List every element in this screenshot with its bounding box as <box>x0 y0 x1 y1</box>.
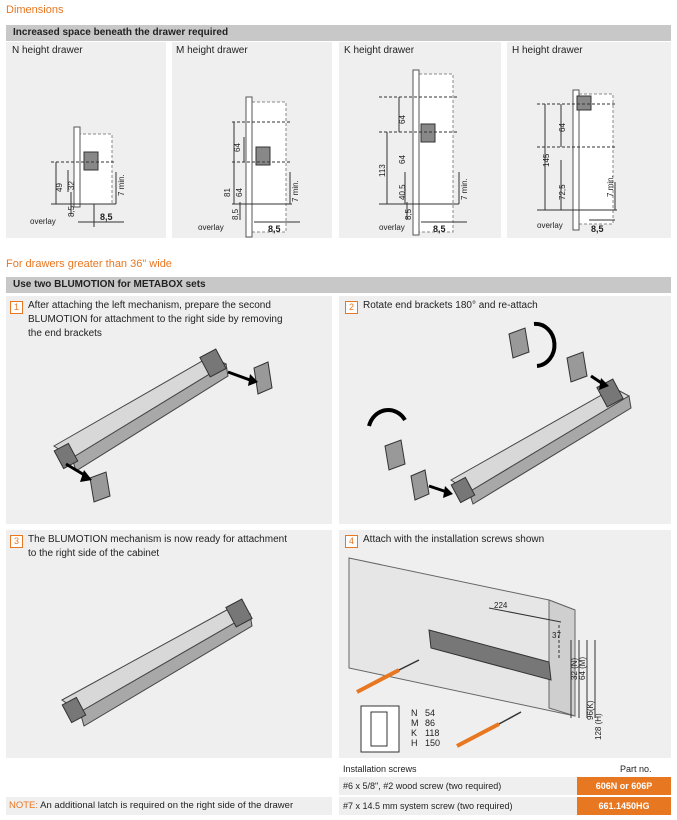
step-text-line: to the right side of the cabinet <box>28 548 160 559</box>
legend-key: K <box>411 728 418 738</box>
step-number: 4 <box>345 535 358 548</box>
dim-72-5: 72,5 <box>558 184 567 200</box>
dim-96-k: 96(K) <box>586 700 595 720</box>
screw-part-no: 606N or 606P <box>577 777 671 795</box>
h-height-diagram: 64 145 72,5 8,5 7 min. overlay <box>537 89 617 234</box>
dim-64-mid: 64 <box>235 188 244 197</box>
screws-header-left: Installation screws <box>343 764 417 774</box>
screws-header-right: Part no. <box>620 764 652 774</box>
screw-part-no: 661.1450HG <box>577 797 671 815</box>
dim-64-top: 64 <box>233 143 242 152</box>
dim-8-5-v: 8,5 <box>231 208 240 220</box>
legend-key: N <box>411 708 418 718</box>
panel-label: H height drawer <box>512 45 583 56</box>
height-legend: N 54 M 86 K 118 H 150 <box>411 708 440 748</box>
dim-32-n: 32 (N) <box>570 657 579 680</box>
legend-key: H <box>411 738 418 748</box>
dim-7-min: 7 min. <box>460 178 469 200</box>
dim-8-5-v: 8,5 <box>404 208 413 220</box>
overlay-label: overlay <box>198 223 224 232</box>
step-number: 3 <box>10 535 23 548</box>
step-text-line: BLUMOTION for attachment to the right si… <box>28 314 283 325</box>
note-label: NOTE: <box>9 800 39 811</box>
step-text-line: the end brackets <box>28 328 102 339</box>
panel-m-height: M height drawer 64 81 64 8,5 8,5 7 min. … <box>172 42 332 238</box>
panel-k-height: K height drawer 64 113 64 40,5 8,5 8,5 7… <box>339 42 501 238</box>
step-text-line: The BLUMOTION mechanism is now ready for… <box>28 534 287 545</box>
panel-label: N height drawer <box>12 45 83 56</box>
dim-64-top: 64 <box>398 115 407 124</box>
step-3-panel: 3 The BLUMOTION mechanism is now ready f… <box>6 530 332 758</box>
dim-64-mid: 64 <box>398 155 407 164</box>
note-text: An additional latch is required on the r… <box>38 800 294 811</box>
step-2-illustration <box>367 321 632 505</box>
step-number: 1 <box>10 301 23 314</box>
overlay-label: overlay <box>30 217 56 226</box>
screw-row: #6 x 5/8", #2 wood screw (two required) … <box>339 777 671 795</box>
legend-value: 150 <box>425 738 441 748</box>
screw-desc: #6 x 5/8", #2 wood screw (two required) <box>343 781 502 791</box>
dim-8-5-h: 8,5 <box>591 224 604 234</box>
dim-7-min: 7 min. <box>291 180 300 202</box>
dim-128-h: 128 (H) <box>594 713 603 740</box>
step-3-illustration <box>61 598 253 727</box>
dim-8-5-h: 8,5 <box>433 224 446 234</box>
dim-224: 224 <box>494 601 508 610</box>
dim-7-min: 7 min. <box>117 174 126 196</box>
step-text-line: Attach with the installation screws show… <box>363 534 545 545</box>
step-4-illustration: 224 37 32 (N) 64 (M) 96(K) 128 (H) <box>348 557 603 753</box>
dim-8-5-v: 8,5 <box>67 205 76 217</box>
step-number: 2 <box>345 301 358 314</box>
panel-n-height: N height drawer 49 32 8,5 8,5 7 min. ove… <box>6 42 166 238</box>
dim-40-5: 40,5 <box>398 184 407 200</box>
wide-bar: Use two BLUMOTION for METABOX sets <box>6 277 671 293</box>
step-text-line: Rotate end brackets 180° and re-attach <box>363 300 538 311</box>
legend-value: 86 <box>425 718 436 728</box>
step-4-panel: 4 Attach with the installation screws sh… <box>339 530 671 758</box>
dim-8-5-h: 8,5 <box>100 212 113 222</box>
dim-7-min: 7 min. <box>606 175 615 197</box>
k-height-diagram: 64 113 64 40,5 8,5 8,5 7 min. overlay <box>378 69 469 236</box>
note-row: NOTE: An additional latch is required on… <box>6 797 332 815</box>
panel-h-height: H height drawer 64 145 72,5 8,5 7 min. o… <box>507 42 671 238</box>
dim-64: 64 <box>558 123 567 132</box>
m-height-diagram: 64 81 64 8,5 8,5 7 min. overlay <box>198 96 300 238</box>
dim-113: 113 <box>378 164 387 177</box>
step-2-panel: 2 Rotate end brackets 180° and re-attach <box>339 296 671 524</box>
legend-value: 54 <box>425 708 436 718</box>
legend-key: M <box>411 718 419 728</box>
dim-64-m: 64 (M) <box>578 657 587 680</box>
dim-37: 37 <box>552 631 561 640</box>
step-1-panel: 1 After attaching the left mechanism, pr… <box>6 296 332 524</box>
step-text-line: After attaching the left mechanism, prep… <box>28 300 271 311</box>
panel-label: M height drawer <box>176 45 248 56</box>
n-height-diagram: 49 32 8,5 8,5 7 min. overlay <box>30 126 126 227</box>
dim-49: 49 <box>55 183 64 192</box>
overlay-label: overlay <box>379 223 405 232</box>
dim-32: 32 <box>67 181 76 190</box>
legend-value: 118 <box>425 728 440 738</box>
dimensions-bar: Increased space beneath the drawer requi… <box>6 25 671 41</box>
screw-desc: #7 x 14.5 mm system screw (two required) <box>343 801 513 811</box>
dim-81: 81 <box>223 188 232 197</box>
overlay-label: overlay <box>537 221 563 230</box>
dimensions-title: Dimensions <box>6 4 64 16</box>
panel-label: K height drawer <box>344 45 415 56</box>
dim-145: 145 <box>542 153 551 167</box>
step-1-illustration <box>53 348 273 503</box>
dim-8-5-h: 8,5 <box>268 224 281 234</box>
wide-title: For drawers greater than 36" wide <box>6 258 172 270</box>
screw-row: #7 x 14.5 mm system screw (two required)… <box>339 797 671 815</box>
